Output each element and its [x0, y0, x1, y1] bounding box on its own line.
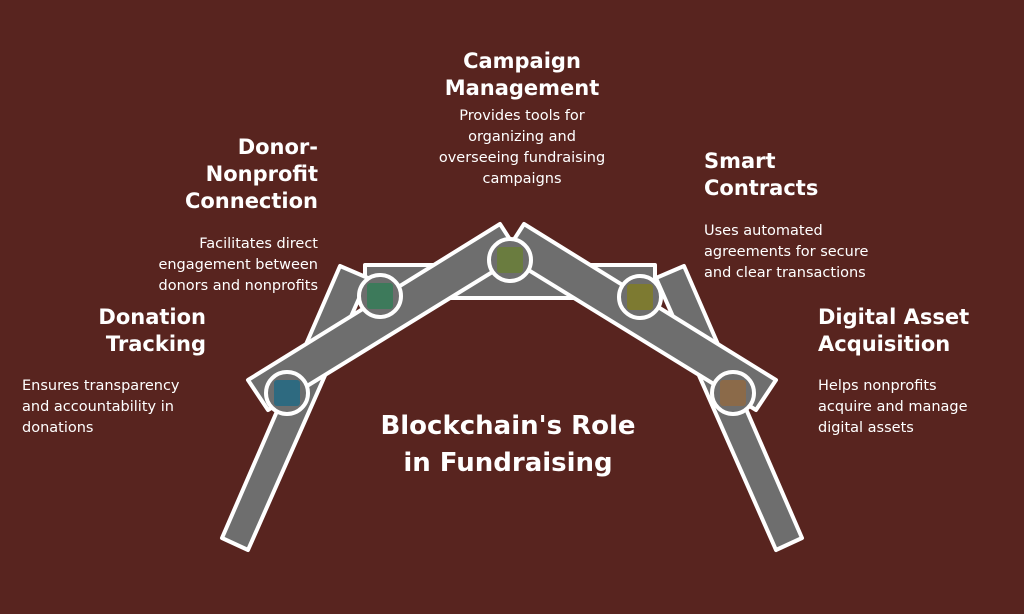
node-square	[274, 380, 300, 406]
node-square	[720, 380, 746, 406]
node-square	[497, 247, 523, 273]
node-square	[367, 283, 393, 309]
node-square	[627, 284, 653, 310]
